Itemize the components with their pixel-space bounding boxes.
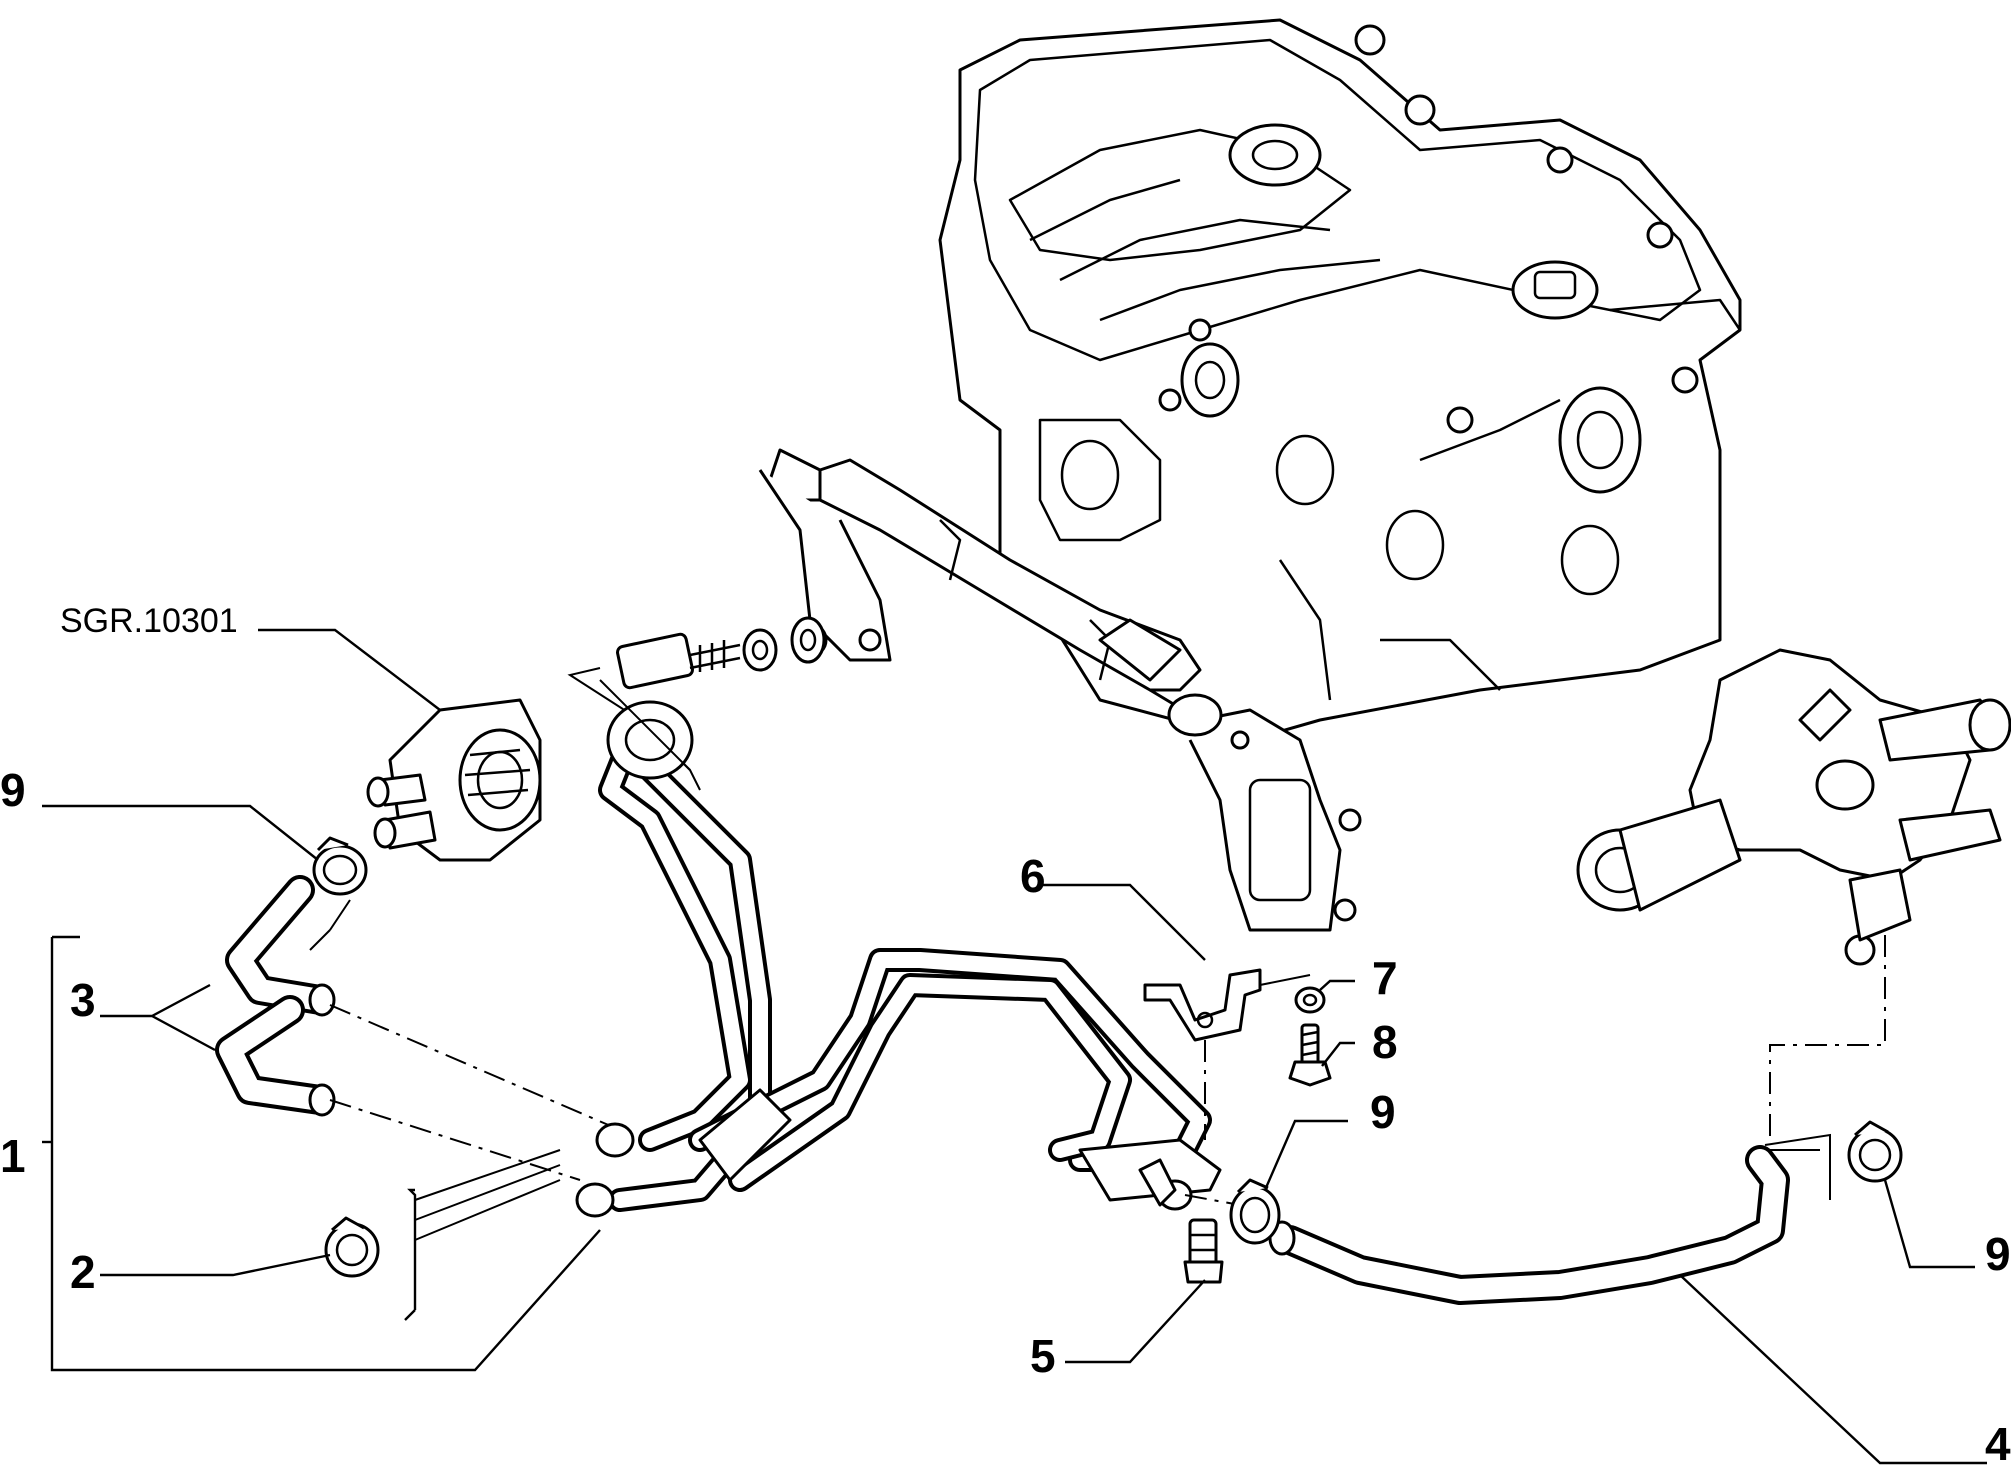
callout-8: 8 <box>1372 1016 1398 1068</box>
washer <box>1294 986 1326 1014</box>
coolant-rail-pipe <box>758 448 1362 932</box>
oil-pipes-assembly <box>575 700 1222 1218</box>
pipe-bracket <box>1143 968 1262 1042</box>
temperature-sensor <box>616 616 826 690</box>
hose-clamp-lower-left <box>324 1216 380 1278</box>
hose-clamp-right <box>1847 1120 1903 1183</box>
coolant-hose <box>1268 1145 1790 1305</box>
callout-9-center: 9 <box>1370 1086 1396 1138</box>
union-fitting <box>1138 1158 1224 1284</box>
callout-5: 5 <box>1030 1330 1056 1382</box>
reference-code: SGR.10301 <box>60 602 238 640</box>
callout-4: 4 <box>1985 1418 2011 1466</box>
leader-lines <box>42 628 1987 1465</box>
callout-3: 3 <box>70 974 96 1026</box>
callout-2: 2 <box>70 1246 96 1298</box>
callout-6: 6 <box>1020 850 1046 902</box>
labels: SGR.10301 9 3 1 2 6 7 8 9 5 9 4 <box>0 602 2011 1466</box>
oil-cooler <box>366 698 542 862</box>
callout-9-right: 9 <box>1985 1228 2011 1280</box>
callout-1-left: 1 <box>0 1130 26 1182</box>
oil-cooler-hoses <box>215 875 336 1117</box>
hose-clamp-center <box>1229 1178 1281 1245</box>
thermostat-housing <box>1576 648 2011 966</box>
callout-9-topleft: 9 <box>0 764 26 816</box>
hose-clamp-top-left <box>312 836 368 896</box>
bolt <box>1288 1023 1332 1087</box>
callout-7: 7 <box>1372 952 1398 1004</box>
engine-cylinder-head <box>938 18 1742 742</box>
